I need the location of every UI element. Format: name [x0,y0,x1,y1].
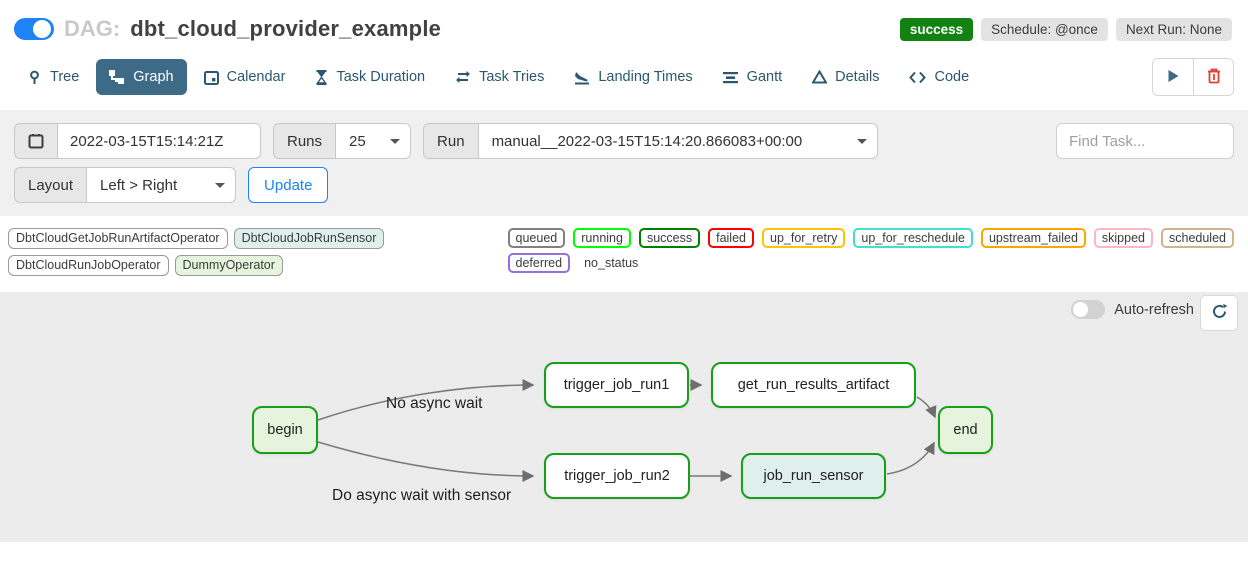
dag-prefix-label: DAG: [64,16,121,41]
code-brackets-icon [909,71,927,84]
status-badge-upstream-failed[interactable]: upstream_failed [980,228,1086,248]
tab-label: Task Duration [336,69,426,85]
repeat-arrows-icon [455,70,471,84]
dag-action-buttons [1152,58,1234,96]
status-badge-deferred[interactable]: deferred [507,253,571,273]
tab-landing-times[interactable]: Landing Times [561,59,705,95]
operator-legend: DbtCloudGetJobRunArtifactOperator DbtClo… [8,228,508,276]
num-runs-group: Runs 25 [273,123,412,159]
tab-task-duration[interactable]: Task Duration [302,59,438,95]
tab-tree[interactable]: Tree [14,59,92,95]
refresh-icon [1211,303,1228,323]
task-node-begin[interactable]: begin [252,406,318,454]
delete-dag-button[interactable] [1193,59,1233,95]
edge-label-do-async-wait: Do async wait with sensor [332,487,512,504]
task-node-trigger-job-run2[interactable]: trigger_job_run2 [544,453,690,499]
auto-refresh-control: Auto-refresh [1071,300,1194,319]
layout-label: Layout [14,167,87,203]
find-task-input[interactable] [1056,123,1234,159]
calendar-icon [28,133,44,149]
status-badge-up-for-reschedule[interactable]: up_for_reschedule [853,228,973,248]
layout-group: Layout Left > Right [14,167,237,203]
view-tabbar: Tree Graph Calendar Task Duration Task T… [0,48,1248,96]
tab-details[interactable]: Details [799,59,892,95]
operator-badge: DbtCloudRunJobOperator [8,255,169,276]
task-node-trigger-job-run1[interactable]: trigger_job_run1 [544,362,689,408]
runs-label: Runs [273,123,336,159]
calendar-addon [14,123,57,159]
tab-label: Calendar [226,69,286,85]
status-badge-up-for-retry[interactable]: up_for_retry [762,228,846,248]
status-badge-skipped[interactable]: skipped [1093,228,1153,248]
graph-sitemap-icon [109,69,125,85]
tab-gantt[interactable]: Gantt [710,59,795,95]
status-badge-queued[interactable]: queued [507,228,566,248]
layout-select[interactable]: Left > Right [86,167,237,203]
toggle-knob [1073,302,1089,317]
chevron-down-icon [390,139,401,144]
play-icon [1166,69,1180,86]
chevron-down-icon [215,183,226,188]
update-button[interactable]: Update [248,167,329,203]
filter-bar: Runs 25 Run manual__2022-03-15T15:14:20.… [0,110,1248,216]
tab-label: Details [835,69,880,85]
num-runs-select[interactable]: 25 [335,123,412,159]
tab-label: Landing Times [598,69,693,85]
dag-pause-toggle[interactable] [14,18,54,40]
auto-refresh-toggle[interactable] [1071,300,1106,319]
gantt-bars-icon [722,71,739,84]
dag-graph-panel: Auto-refresh begin trigger_job_run1 get_… [0,292,1248,542]
page-title: dbt_cloud_provider_example [130,16,442,41]
tab-graph[interactable]: Graph [96,59,187,95]
run-select[interactable]: manual__2022-03-15T15:14:20.866083+00:00 [477,123,878,159]
status-badge-running[interactable]: running [573,228,631,248]
tab-task-tries[interactable]: Task Tries [442,59,557,95]
tab-label: Tree [50,69,80,85]
plane-landing-icon [574,70,590,85]
layout-value: Left > Right [100,176,178,194]
task-node-get-run-results-artifact[interactable]: get_run_results_artifact [711,362,916,408]
next-run-badge: Next Run: None [1115,18,1232,41]
tab-label: Code [934,69,970,85]
task-node-job-run-sensor[interactable]: job_run_sensor [741,453,886,499]
dag-edges [317,379,937,482]
status-badge[interactable]: success [899,18,974,41]
tab-code[interactable]: Code [896,59,982,95]
schedule-badge: Schedule: @once [981,18,1108,41]
refresh-button[interactable] [1200,295,1238,331]
legend: DbtCloudGetJobRunArtifactOperator DbtClo… [0,216,1248,286]
trigger-dag-play-button[interactable] [1153,59,1193,95]
trash-icon [1207,68,1221,87]
status-badge-no-status[interactable]: no_status [578,253,645,273]
status-badge-scheduled[interactable]: scheduled [1161,228,1234,248]
calendar-icon [203,70,219,85]
run-select-value: manual__2022-03-15T15:14:20.866083+00:00 [491,132,803,150]
auto-refresh-label: Auto-refresh [1114,301,1194,318]
tab-label: Gantt [746,69,783,85]
run-select-group: Run manual__2022-03-15T15:14:20.866083+0… [423,123,878,159]
tree-pin-icon [27,70,42,85]
hourglass-icon [315,69,328,85]
edge-label-no-async-wait: No async wait [386,395,483,412]
tab-label: Graph [133,69,174,85]
toggle-knob [33,20,51,38]
details-delta-icon [812,70,828,84]
operator-badge: DummyOperator [174,255,283,276]
num-runs-value: 25 [349,132,366,150]
tab-calendar[interactable]: Calendar [191,59,299,95]
tab-label: Task Tries [479,69,545,85]
status-legend: queued running success failed up_for_ret… [507,228,1234,276]
status-badge-failed[interactable]: failed [708,228,754,248]
status-badge-success[interactable]: success [638,228,701,248]
operator-badge: DbtCloudJobRunSensor [233,228,385,249]
dag-header: DAG: dbt_cloud_provider_example success … [0,0,1248,48]
run-label: Run [423,123,478,159]
base-date-input[interactable] [57,123,261,159]
base-date-group [14,123,261,159]
operator-badge: DbtCloudGetJobRunArtifactOperator [8,228,228,249]
task-node-end[interactable]: end [938,406,993,454]
chevron-down-icon [856,139,867,144]
